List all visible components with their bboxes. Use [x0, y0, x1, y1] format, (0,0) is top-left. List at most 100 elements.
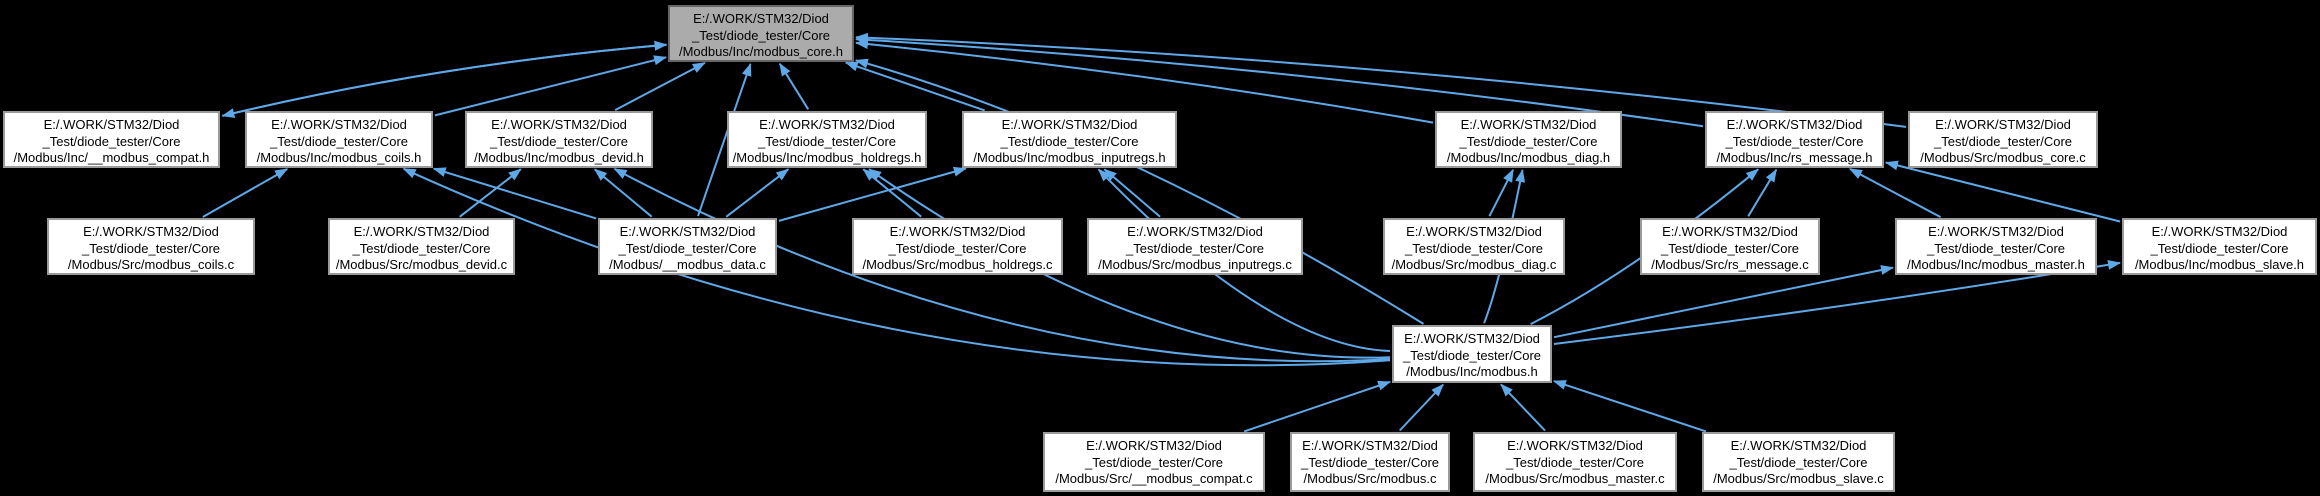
node-label-line: _Test/diode_tester/Core [757, 133, 897, 149]
edge-coils-c-to-coils-h [202, 168, 289, 218]
node-label-line: /Modbus/Inc/modbus_master.h [1907, 257, 2085, 272]
graph-node-inputregs-c[interactable]: E:/.WORK/STM32/Diod_Test/diode_tester/Co… [1087, 218, 1303, 275]
edge-devid-h-to-core-h [614, 62, 706, 111]
node-label-line: /Modbus/Src/modbus_slave.c [1713, 471, 1884, 486]
edge-compat-c-to-modbus-h [1243, 380, 1392, 433]
node-label-line: E:/.WORK/STM32/Diod [1507, 438, 1643, 453]
node-label-line: _Test/diode_tester/Core [1084, 454, 1224, 470]
node-label-line: E:/.WORK/STM32/Diod [1404, 331, 1540, 346]
graph-node-coils-h[interactable]: E:/.WORK/STM32/Diod_Test/diode_tester/Co… [245, 111, 433, 168]
node-label-line: /Modbus/Src/modbus_holdregs.c [862, 257, 1053, 272]
node-label-line: _Test/diode_tester/Core [1402, 347, 1542, 363]
edge-core-c-to-core-h [855, 32, 1907, 128]
node-label-line: _Test/diode_tester/Core [1000, 133, 1139, 149]
node-label-line: /Modbus/Inc/modbus_holdregs.h [732, 150, 922, 165]
node-label-line: /Modbus/Src/rs_message.c [1651, 257, 1809, 272]
graph-node-inputregs-h[interactable]: E:/.WORK/STM32/Diod_Test/diode_tester/Co… [962, 111, 1177, 168]
node-label-line: _Test/diode_tester/Core [269, 133, 409, 149]
node-label-line: /Modbus/Inc/modbus_devid.h [474, 150, 644, 165]
graph-node-data-c[interactable]: E:/.WORK/STM32/Diod_Test/diode_tester/Co… [598, 218, 777, 275]
graph-node-rsmsg-h[interactable]: E:/.WORK/STM32/Diod_Test/diode_tester/Co… [1705, 111, 1884, 168]
edge-devid-c-to-devid-h [459, 168, 522, 218]
node-label-line: E:/.WORK/STM32/Diod [889, 224, 1026, 239]
node-label-line: E:/.WORK/STM32/Diod [83, 224, 219, 239]
graph-node-rsmsg-c[interactable]: E:/.WORK/STM32/Diod_Test/diode_tester/Co… [1640, 218, 1820, 275]
node-label-line: /Modbus/Src/modbus_devid.c [335, 257, 508, 272]
node-label-line: E:/.WORK/STM32/Diod [43, 117, 180, 132]
node-label-line: /Modbus/Inc/modbus_core.h [678, 44, 844, 59]
graph-node-devid-c[interactable]: E:/.WORK/STM32/Diod_Test/diode_tester/Co… [328, 218, 515, 275]
graph-node-modbus-h[interactable]: E:/.WORK/STM32/Diod_Test/diode_tester/Co… [1392, 325, 1552, 383]
graph-node-coils-c[interactable]: E:/.WORK/STM32/Diod_Test/diode_tester/Co… [47, 218, 255, 275]
edge-modbus-h-to-inputregs-h [1097, 168, 1391, 352]
graph-node-master-c[interactable]: E:/.WORK/STM32/Diod_Test/diode_tester/Co… [1473, 432, 1677, 492]
node-label-line: /Modbus/Src/modbus_core.c [1920, 150, 2086, 165]
node-label-line: _Test/diode_tester/Core [1300, 454, 1440, 470]
edge-coils-h-to-core-h [434, 55, 668, 117]
edge-modbus-h-to-slave-h [1553, 259, 2121, 345]
node-label-line: E:/.WORK/STM32/Diod [271, 117, 407, 132]
node-label-line: /Modbus/Inc/__modbus_compat.h [13, 150, 210, 165]
edge-master-h-to-rsmsg-h [1849, 168, 1942, 218]
edge-inputregs-h-to-core-h [844, 61, 986, 112]
graph-node-compat-c[interactable]: E:/.WORK/STM32/Diod_Test/diode_tester/Co… [1043, 432, 1265, 492]
graph-node-diag-c[interactable]: E:/.WORK/STM32/Diod_Test/diode_tester/Co… [1383, 218, 1565, 275]
node-label-line: _Test/diode_tester/Core [1725, 133, 1864, 149]
edge-rsmsg-c-to-rsmsg-h [1747, 168, 1778, 217]
graph-node-devid-h[interactable]: E:/.WORK/STM32/Diod_Test/diode_tester/Co… [465, 111, 653, 168]
edge-master-c-to-modbus-h [1500, 383, 1546, 432]
graph-node-core-c[interactable]: E:/.WORK/STM32/Diod_Test/diode_tester/Co… [1908, 111, 2098, 168]
edge-slave-h-to-rsmsg-h [1884, 160, 2121, 223]
node-label-line: E:/.WORK/STM32/Diod [1302, 438, 1438, 453]
node-label-line: /Modbus/Src/__modbus_compat.c [1055, 471, 1253, 486]
edge-rsmsg-h-to-core-h [855, 34, 1704, 128]
node-label-line: _Test/diode_tester/Core [1125, 240, 1265, 256]
node-label-line: _Test/diode_tester/Core [1459, 133, 1598, 149]
edge-modbus-h-to-core-h [854, 58, 1425, 325]
node-label-line: _Test/diode_tester/Core [352, 240, 491, 256]
node-label-line: _Test/diode_tester/Core [42, 133, 181, 149]
edge-data-c-to-holdregs-h [725, 168, 790, 218]
node-label-line: _Test/diode_tester/Core [1933, 133, 2073, 149]
node-label-line: E:/.WORK/STM32/Diod [491, 117, 627, 132]
node-label-line: /Modbus/Inc/modbus_inputregs.h [973, 150, 1166, 165]
edge-data-c-to-coils-h [432, 167, 597, 220]
graph-node-compat-h[interactable]: E:/.WORK/STM32/Diod_Test/diode_tester/Co… [3, 111, 220, 168]
node-label-line: /Modbus/Inc/rs_message.h [1716, 150, 1873, 165]
node-label-line: /Modbus/Inc/modbus_diag.h [1446, 150, 1611, 165]
edge-modbus-c-to-modbus-h [1398, 383, 1444, 432]
node-label-line: /Modbus/Src/modbus_diag.c [1391, 257, 1557, 272]
node-label-line: /Modbus/Inc/modbus_slave.h [2134, 257, 2305, 272]
node-label-line: E:/.WORK/STM32/Diod [1726, 117, 1863, 132]
node-label-line: _Test/diode_tester/Core [1660, 240, 1800, 256]
node-label-line: E:/.WORK/STM32/Diod [693, 11, 829, 26]
node-label-line: /Modbus/Inc/modbus_coils.h [256, 150, 422, 165]
graph-node-holdregs-c[interactable]: E:/.WORK/STM32/Diod_Test/diode_tester/Co… [852, 218, 1063, 275]
node-label-line: E:/.WORK/STM32/Diod [1935, 117, 2071, 132]
graph-node-slave-c[interactable]: E:/.WORK/STM32/Diod_Test/diode_tester/Co… [1702, 432, 1895, 492]
node-label-line: _Test/diode_tester/Core [1505, 454, 1645, 470]
node-label-line: E:/.WORK/STM32/Diod [2151, 224, 2288, 239]
node-label-line: /Modbus/Src/modbus.c [1303, 471, 1437, 486]
node-label-line: _Test/diode_tester/Core [1729, 454, 1868, 470]
node-label-line: E:/.WORK/STM32/Diod [1460, 117, 1597, 132]
graph-node-modbus-c[interactable]: E:/.WORK/STM32/Diod_Test/diode_tester/Co… [1290, 432, 1450, 492]
node-label-line: _Test/diode_tester/Core [81, 240, 221, 256]
graph-node-slave-h[interactable]: E:/.WORK/STM32/Diod_Test/diode_tester/Co… [2122, 218, 2317, 275]
node-label-line: E:/.WORK/STM32/Diod [1730, 438, 1867, 453]
graph-node-holdregs-h[interactable]: E:/.WORK/STM32/Diod_Test/diode_tester/Co… [727, 111, 927, 168]
edge-data-c-to-devid-h [594, 168, 653, 218]
edge-modbus-h-to-master-h [1553, 265, 1894, 339]
node-label-line: _Test/diode_tester/Core [618, 240, 757, 256]
node-label-line: /Modbus/Inc/modbus.h [1406, 364, 1538, 379]
graph-node-master-h[interactable]: E:/.WORK/STM32/Diod_Test/diode_tester/Co… [1895, 218, 2097, 275]
edge-data-c-to-inputregs-h [778, 166, 967, 222]
node-label-line: /Modbus/Src/modbus_master.c [1485, 471, 1665, 486]
graph-node-diag-h[interactable]: E:/.WORK/STM32/Diod_Test/diode_tester/Co… [1435, 111, 1622, 168]
graph-node-core-h[interactable]: E:/.WORK/STM32/Diod_Test/diode_tester/Co… [668, 5, 854, 62]
edge-slave-c-to-modbus-h [1552, 380, 1707, 433]
node-label-line: /Modbus/Src/modbus_coils.c [67, 257, 235, 272]
node-label-line: _Test/diode_tester/Core [2150, 240, 2289, 256]
